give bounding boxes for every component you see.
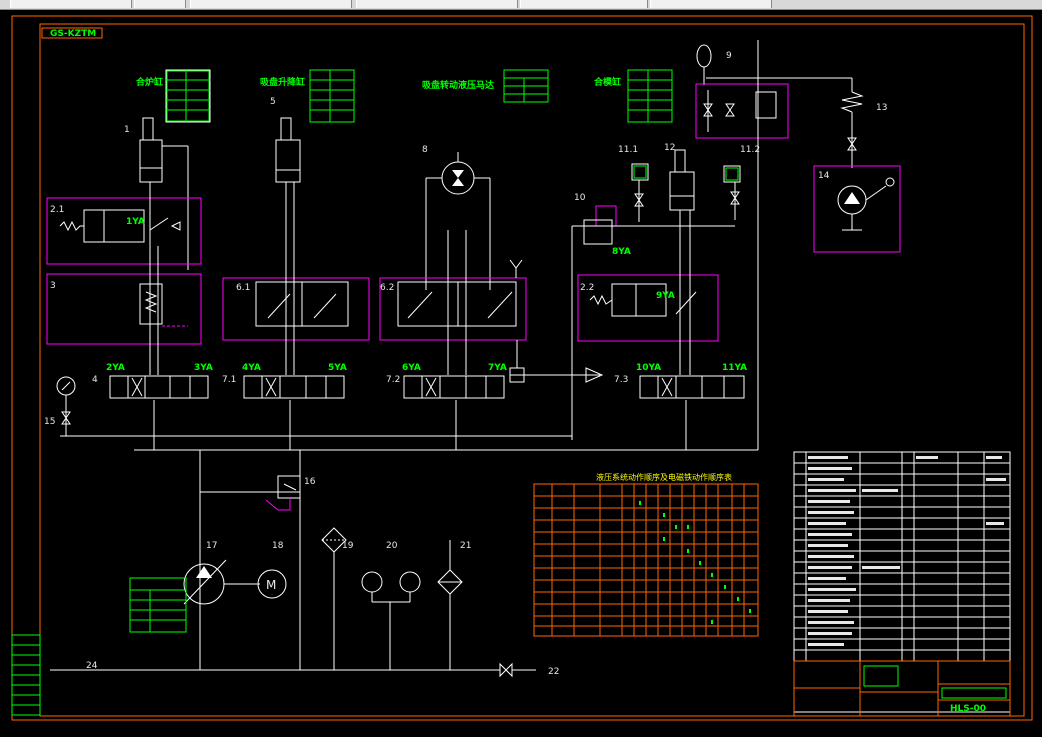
auxiliaries: 19 20 21	[321, 527, 471, 670]
pressure-gauge-15: 15	[44, 376, 76, 436]
solenoid-5ya: 5YA	[328, 363, 347, 373]
label-n6-2: 6.2	[380, 283, 394, 293]
label-n9: 9	[726, 51, 732, 61]
label-n12: 12	[664, 143, 675, 153]
solenoid-10ya: 10YA	[636, 363, 661, 373]
label-n2-1: 2.1	[50, 205, 64, 215]
label-n15: 15	[44, 417, 55, 427]
label-n19: 19	[342, 541, 354, 551]
toolbar-field-1[interactable]	[10, 0, 132, 8]
label-n8: 8	[422, 145, 428, 155]
pump-14: 13 14	[706, 77, 901, 253]
label-n11-2: 11.2	[740, 145, 760, 155]
directional-valve-4: 4 2YA 3YA	[92, 363, 213, 399]
drawing-frame: GS-KZTM	[11, 15, 1033, 721]
label-n10: 10	[574, 193, 586, 203]
label-n21: 21	[460, 541, 471, 551]
toolbar-field-6[interactable]	[650, 0, 772, 8]
hydraulic-schematic: GS-KZTM 合炉缸 吸盘升降缸 吸盘转动液压马达 合模缸 1	[11, 15, 1033, 721]
label-n1: 1	[124, 125, 130, 135]
sequence-table: 液压系统动作顺序及电磁铁动作顺序表	[533, 472, 759, 637]
label-n3: 3	[50, 281, 56, 291]
label-n18: 18	[272, 541, 284, 551]
label-n14: 14	[818, 171, 830, 181]
parts-list-title-block: HLS-00	[793, 451, 1011, 717]
directional-valve-7-2: 7.2 6YA 7YA	[386, 363, 507, 399]
label-n20: 20	[386, 541, 398, 551]
solenoid-8ya: 8YA	[612, 247, 631, 257]
hydraulic-motor-8: 8	[422, 145, 491, 290]
circuit-title-2: 吸盘升降缸	[260, 76, 305, 88]
svg-text:M: M	[266, 578, 276, 592]
toolbar-field-5[interactable]	[520, 0, 648, 8]
label-n17: 17	[206, 541, 217, 551]
accumulator-9: 9 11.2	[695, 44, 789, 220]
label-n24: 24	[86, 661, 98, 671]
label-n16: 16	[304, 477, 316, 487]
label-n7-1: 7.1	[222, 375, 236, 385]
valve-group-2-2: 2.2 9YA	[577, 274, 719, 342]
toolbar-field-2[interactable]	[134, 0, 186, 8]
toolbar-field-3[interactable]	[190, 0, 352, 8]
label-n7-2: 7.2	[386, 375, 400, 385]
label-n5: 5	[270, 97, 276, 107]
cylinder-12: 12	[664, 143, 695, 211]
circuit-title-3: 吸盘转动液压马达	[422, 79, 494, 91]
valve-10: 10 8YA	[574, 193, 631, 257]
label-n11-1: 11.1	[618, 145, 638, 155]
table-title: 液压系统动作顺序及电磁铁动作顺序表	[596, 472, 732, 482]
label-n7-3: 7.3	[614, 375, 628, 385]
solenoid-11ya: 11YA	[722, 363, 747, 373]
cylinder-1: 1	[124, 117, 189, 270]
solenoid-3ya: 3YA	[194, 363, 213, 373]
solenoid-1ya: 1YA	[126, 217, 145, 227]
solenoid-2ya: 2YA	[106, 363, 125, 373]
directional-valve-7-3: 7.3 10YA 11YA	[614, 363, 747, 399]
label-n6-1: 6.1	[236, 283, 250, 293]
app-toolbar	[0, 0, 1042, 10]
label-n13: 13	[876, 103, 887, 113]
circuit-title-4: 合模缸	[594, 76, 621, 88]
valve-group-2-1: 2.1 1YA	[46, 197, 202, 265]
solenoid-4ya: 4YA	[242, 363, 261, 373]
frame-tag: GS-KZTM	[50, 29, 96, 39]
solenoid-9ya: 9YA	[656, 291, 675, 301]
drawing-number: HLS-00	[950, 704, 986, 714]
valve-group-6-1: 6.1	[222, 277, 370, 341]
label-n4: 4	[92, 375, 98, 385]
circuit-headers: 合炉缸 吸盘升降缸 吸盘转动液压马达 合模缸	[136, 69, 673, 123]
cylinder-5: 5	[270, 97, 301, 183]
solenoid-6ya: 6YA	[402, 363, 421, 373]
circuit-title-1: 合炉缸	[136, 76, 163, 88]
valve-group-6-2: 6.2	[379, 259, 527, 341]
solenoid-7ya: 7YA	[488, 363, 507, 373]
toolbar-field-4[interactable]	[356, 0, 518, 8]
label-n2-2: 2.2	[580, 283, 594, 293]
valve-group-3: 3	[46, 273, 202, 345]
relief-valve-16: 16	[265, 475, 316, 511]
label-n22: 22	[548, 667, 559, 677]
pipework: 22 24	[50, 40, 759, 678]
directional-valve-7-1: 7.1 4YA 5YA	[222, 363, 347, 399]
pump-motor-unit: 17 18 M	[129, 541, 287, 633]
valve-11-1: 11.1	[618, 145, 649, 222]
